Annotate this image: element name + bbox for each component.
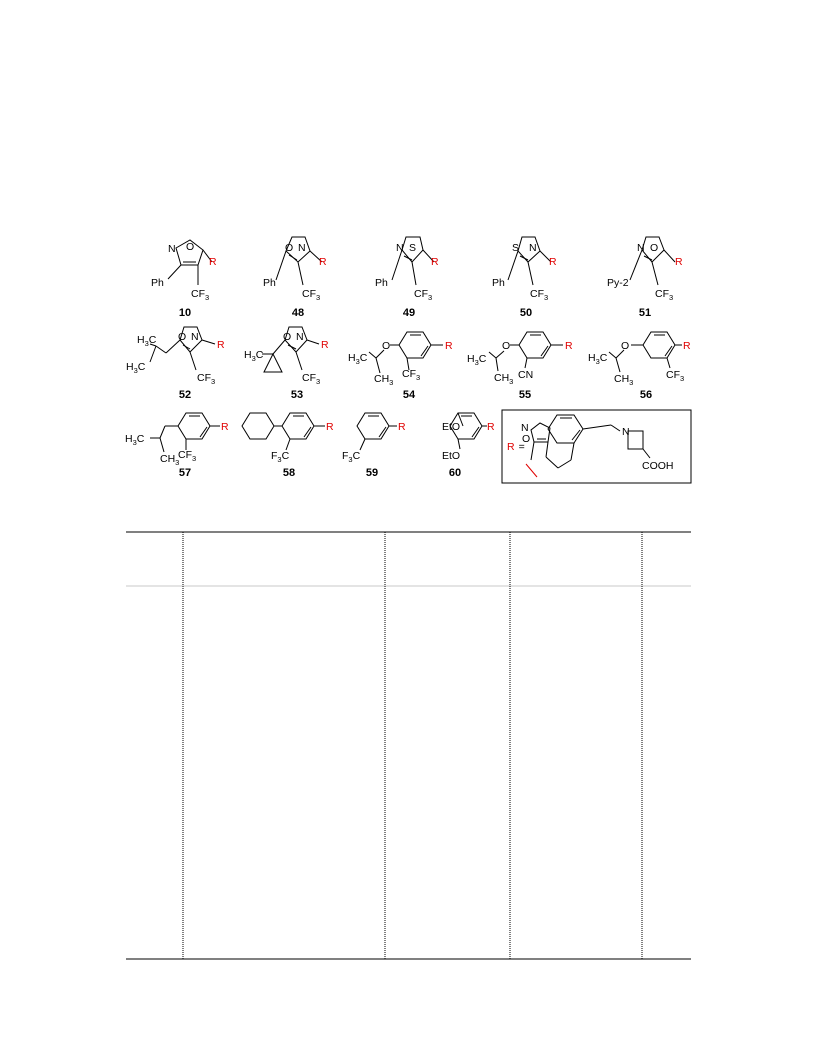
r-substituent: R: [675, 256, 683, 268]
compound-48: O N R Ph CF3 48: [263, 236, 327, 319]
ethoxy-label: EtO: [442, 450, 460, 462]
azetidine-n: N: [622, 426, 630, 438]
cf3-label: CF3: [302, 288, 320, 302]
cf3-label: CF3: [191, 288, 209, 302]
r-substituent: R: [319, 256, 327, 268]
compound-label: 49: [403, 307, 415, 319]
r-group-box: [501, 409, 692, 484]
atom-n: N: [298, 242, 306, 254]
r-substituent: R: [549, 256, 557, 268]
r-substituent: R: [321, 339, 329, 351]
compound-structures-figure: N O R Ph CF3 10 O N R Ph CF3 48 N S R Ph…: [125, 236, 692, 484]
pyridyl-label: Py-2: [607, 277, 629, 289]
atom-s: S: [409, 242, 416, 254]
phenyl-label: Ph: [263, 277, 276, 289]
ether-o: O: [502, 340, 510, 352]
compound-label: 48: [292, 307, 304, 319]
atom-n: N: [296, 331, 304, 343]
cf3-label: F3C: [271, 450, 290, 464]
methyl-label: H3C: [126, 361, 146, 375]
compound-label: 50: [520, 307, 532, 319]
methyl-label: H3C: [244, 349, 264, 363]
methyl-label: CH3: [614, 373, 633, 387]
compound-58: R F3C 58: [241, 412, 334, 479]
compound-60: R EtO EtO 60: [442, 412, 495, 479]
atom-n: N: [396, 242, 404, 254]
methyl-label: CH3: [374, 373, 393, 387]
methyl-label: CH3: [494, 372, 513, 386]
methyl-label: CH3: [160, 453, 179, 467]
ether-o: O: [621, 340, 629, 352]
atom-n: N: [191, 331, 199, 343]
cf3-label: CF3: [414, 288, 432, 302]
compound-label: 52: [179, 389, 191, 401]
methyl-label: H3C: [467, 353, 487, 367]
ring-n: N: [521, 422, 529, 434]
compound-57: R H3C CH3 CF3 57: [125, 412, 229, 479]
compound-51: N O R Py-2 CF3 51: [607, 236, 683, 319]
compound-10: N O R Ph CF3 10: [151, 239, 217, 319]
r-substituent: R: [565, 340, 573, 352]
atom-o: O: [186, 241, 194, 253]
atom-n: N: [529, 242, 537, 254]
r-substituent: R: [326, 421, 334, 433]
cf3-label: CF3: [178, 449, 196, 463]
ring-o: O: [522, 433, 530, 445]
compound-55: O R H3C CH3 CN 55: [467, 331, 573, 401]
compound-label: 59: [366, 467, 378, 479]
compound-label: 55: [519, 389, 531, 401]
r-substituent: R: [431, 256, 439, 268]
compound-label: 10: [179, 307, 191, 319]
ether-o: O: [382, 340, 390, 352]
compound-49: N S R Ph CF3 49: [375, 236, 439, 319]
phenyl-label: Ph: [151, 277, 164, 289]
compound-label: 54: [403, 389, 416, 401]
compound-label: 58: [283, 467, 295, 479]
r-substituent: R: [217, 339, 225, 351]
r-substituent: R: [445, 340, 453, 352]
compound-label: 57: [179, 467, 191, 479]
ethoxy-label: EtO: [442, 421, 460, 433]
r-substituent: R: [683, 340, 691, 352]
compound-label: 53: [291, 389, 303, 401]
cf3-label: CF3: [197, 372, 215, 386]
atom-o: O: [650, 242, 658, 254]
atom-n: N: [168, 243, 176, 255]
atom-s: S: [512, 242, 519, 254]
compound-label: 56: [640, 389, 652, 401]
cf3-label: CF3: [402, 368, 420, 382]
compound-53: O N R H3C CF3 53: [244, 326, 329, 401]
compound-label: 60: [449, 467, 461, 479]
r-substituent: R: [209, 256, 217, 268]
nitrile-label: CN: [518, 369, 533, 381]
methyl-label: H3C: [137, 334, 157, 348]
atom-n: N: [637, 242, 645, 254]
carboxylic-acid-label: COOH: [642, 460, 674, 472]
r-substituent: R: [221, 421, 229, 433]
atom-o: O: [178, 331, 186, 343]
cf3-label: F3C: [342, 450, 361, 464]
compound-59: R F3C 59: [342, 412, 406, 479]
atom-o: O: [283, 331, 291, 343]
r-group-definition: R= N O N COOH: [501, 409, 692, 484]
cf3-label: CF3: [302, 372, 320, 386]
atom-o: O: [285, 242, 293, 254]
methyl-label: H3C: [588, 352, 608, 366]
compound-52: O N R H3C H3C CF3 52: [126, 326, 225, 401]
methyl-label: H3C: [348, 352, 368, 366]
cf3-label: CF3: [666, 369, 684, 383]
r-equals: R=: [507, 441, 525, 453]
methyl-label: H3C: [125, 433, 145, 447]
cf3-label: CF3: [655, 288, 673, 302]
compound-label: 51: [639, 307, 651, 319]
compound-56: O R H3C CH3 CF3 56: [588, 331, 691, 401]
phenyl-label: Ph: [492, 277, 505, 289]
compound-50: S N R Ph CF3 50: [492, 236, 557, 319]
r-substituent: R: [398, 421, 406, 433]
compound-54: O R H3C CH3 CF3 54: [348, 331, 453, 401]
cf3-label: CF3: [530, 288, 548, 302]
phenyl-label: Ph: [375, 277, 388, 289]
r-substituent: R: [487, 421, 495, 433]
